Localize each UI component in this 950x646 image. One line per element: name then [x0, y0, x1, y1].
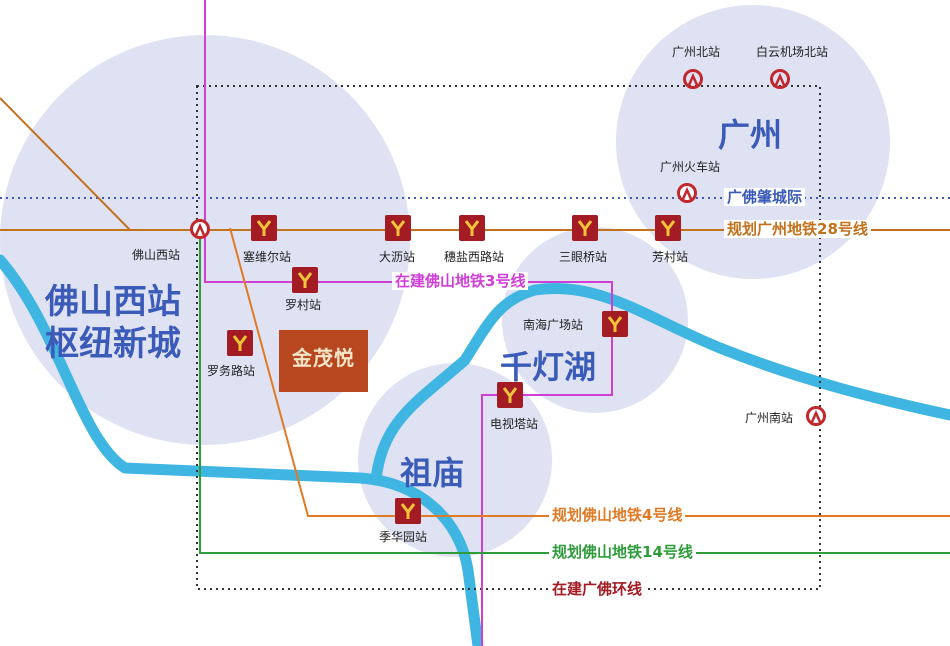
- rail-station-icon: [806, 406, 826, 426]
- metro-station-icon: [572, 215, 598, 241]
- station-label-guangzhou-railway: 广州火车站: [660, 160, 721, 174]
- station-label-guangzhou-north: 广州北站: [672, 45, 721, 59]
- line-label-metro-3: 在建佛山地铁3号线: [392, 272, 529, 290]
- station-label-nanhai-square: 南海广场站: [523, 318, 584, 332]
- guangzhou-area-circle: [616, 5, 890, 279]
- line-label-metro-4: 规划佛山地铁4号线: [549, 506, 686, 524]
- metro-station-icon: [227, 330, 253, 356]
- line-label-gf-zhaocheng: 广佛肇城际: [724, 188, 806, 206]
- metro-station-icon: [385, 215, 411, 241]
- qiandenghu-area-circle: [502, 227, 688, 413]
- metro-14-line: [199, 232, 950, 554]
- station-label-suiyan-west-road: 穗盐西路站: [444, 250, 505, 264]
- metro-station-icon: [459, 215, 485, 241]
- area-label-guangzhou: 广州: [718, 116, 783, 154]
- station-label-luocun: 罗村站: [285, 298, 322, 312]
- river: [0, 254, 484, 646]
- station-label-fangcun: 芳村站: [652, 250, 689, 264]
- metro-station-icon: [251, 215, 277, 241]
- line-label-gf-ring: 在建广佛环线: [549, 580, 646, 598]
- station-label-saiweier: 塞维尔站: [243, 250, 292, 264]
- station-label-dali: 大沥站: [379, 250, 416, 264]
- rail-station-icon: [190, 219, 210, 239]
- area-label-zumiao: 祖庙: [400, 454, 465, 492]
- project-logo-text: 金茂悦: [292, 346, 355, 370]
- station-label-guangzhou-south: 广州南站: [745, 411, 794, 425]
- rail-station-icon: [770, 69, 790, 89]
- area-label-foshan-west-1: 佛山西站: [45, 282, 181, 322]
- river-branch: [370, 283, 950, 486]
- station-label-tv-tower: 电视塔站: [490, 417, 539, 431]
- rail-station-icon: [677, 183, 697, 203]
- project-logo: 金茂悦: [279, 330, 368, 392]
- metro-station-icon: [602, 311, 628, 337]
- station-label-baiyun-airport-north: 白云机场北站: [756, 45, 829, 59]
- line-label-metro-28: 规划广州地铁28号线: [724, 220, 871, 238]
- station-label-foshan-west: 佛山西站: [132, 248, 181, 262]
- metro-station-icon: [655, 215, 681, 241]
- diagonal-line: [0, 97, 131, 231]
- metro-4-line: [229, 227, 950, 517]
- rail-station-icon: [683, 69, 703, 89]
- metro-station-icon: [395, 498, 421, 524]
- station-label-jihuayuan: 季华园站: [379, 530, 428, 544]
- metro-station-icon: [497, 382, 523, 408]
- area-label-qiandenghu: 千灯湖: [500, 348, 597, 386]
- metro-station-icon: [292, 267, 318, 293]
- area-label-foshan-west-2: 枢纽新城: [45, 324, 181, 364]
- station-label-sanyanqiao: 三眼桥站: [559, 250, 608, 264]
- station-label-luowu-road: 罗务路站: [207, 364, 256, 378]
- line-label-metro-14: 规划佛山地铁14号线: [549, 543, 696, 561]
